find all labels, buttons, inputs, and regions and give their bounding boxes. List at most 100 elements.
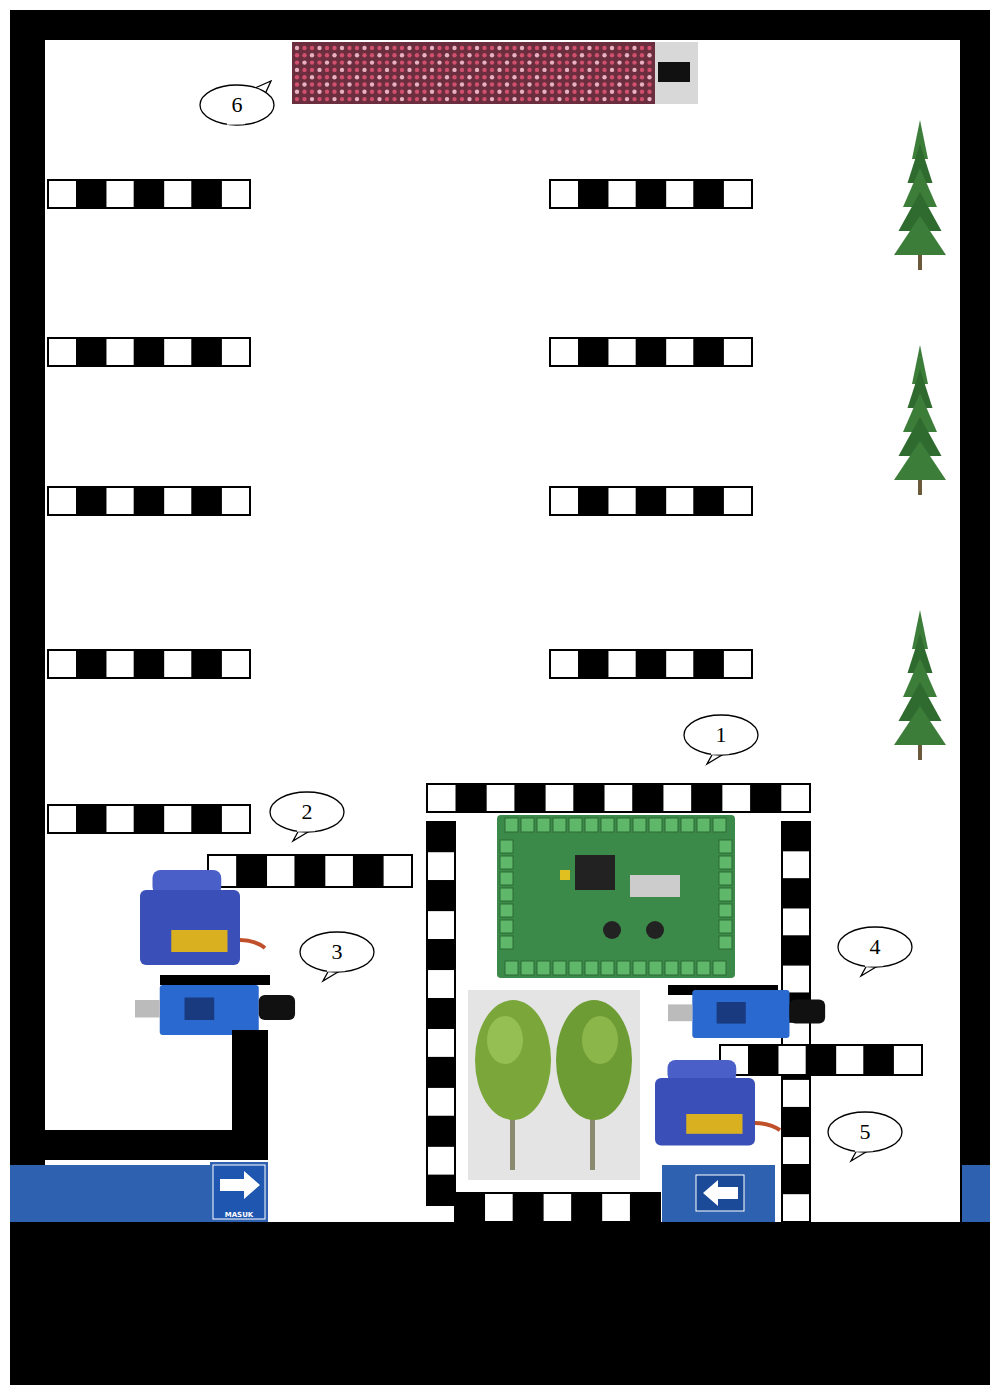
checker-cell — [456, 784, 485, 812]
checker-cell — [807, 1045, 836, 1075]
led-dot — [580, 46, 584, 50]
led-dot — [535, 46, 539, 50]
board-terminal — [719, 888, 732, 901]
led-dot — [640, 53, 644, 57]
board-terminal — [500, 888, 513, 901]
checker-cell — [163, 180, 192, 208]
led-dot — [437, 46, 441, 50]
led-dot — [407, 75, 411, 79]
led-dot — [317, 82, 321, 86]
led-dot — [595, 90, 599, 94]
checker-cell — [572, 1193, 601, 1222]
bubble-outline — [270, 792, 344, 832]
led-dot — [400, 82, 404, 86]
led-dot — [632, 75, 636, 79]
conifer-tree — [894, 345, 946, 495]
board-crystal — [630, 875, 680, 897]
led-dot — [332, 97, 336, 101]
led-dot — [295, 46, 299, 50]
bubble-join — [865, 964, 883, 967]
photo-ground — [468, 990, 640, 1180]
led-dot — [295, 90, 299, 94]
led-dot — [415, 82, 419, 86]
led-dot — [625, 68, 629, 72]
led-dot — [295, 60, 299, 64]
entry-sign: MASUK — [210, 1162, 268, 1222]
led-dot — [587, 90, 591, 94]
board-terminal — [500, 936, 513, 949]
led-dot — [632, 68, 636, 72]
checker-cell — [427, 881, 455, 910]
led-dot — [475, 97, 479, 101]
led-dot — [572, 75, 576, 79]
checker-cell — [427, 910, 455, 939]
led-dot — [392, 75, 396, 79]
led-dot — [362, 60, 366, 64]
bubble-join — [855, 1149, 873, 1152]
led-dot — [475, 90, 479, 94]
led-dot — [602, 97, 606, 101]
led-dot — [595, 97, 599, 101]
led-dot — [430, 46, 434, 50]
led-dot — [340, 75, 344, 79]
checker-cell — [266, 855, 295, 887]
led-dot — [497, 46, 501, 50]
led-dot — [640, 46, 644, 50]
frame-right — [960, 10, 990, 1385]
led-dot — [407, 46, 411, 50]
led-dot — [542, 46, 546, 50]
led-dot — [295, 68, 299, 72]
checker-bar — [427, 822, 455, 1205]
led-dot — [497, 97, 501, 101]
led-dot — [310, 82, 314, 86]
led-dot — [610, 75, 614, 79]
board-terminal — [553, 818, 566, 832]
led-dot — [610, 60, 614, 64]
led-dot — [647, 53, 651, 57]
led-dot — [332, 82, 336, 86]
checker-cell — [782, 936, 810, 965]
led-dot — [355, 46, 359, 50]
checker-cell — [579, 650, 608, 678]
led-dot — [355, 97, 359, 101]
led-dot — [460, 68, 464, 72]
led-dot — [362, 90, 366, 94]
checker-cell — [579, 338, 608, 366]
checker-cell — [77, 180, 106, 208]
board-terminal — [719, 936, 732, 949]
led-dot — [505, 60, 509, 64]
sensor-pcb — [160, 985, 259, 1035]
led-dot — [385, 97, 389, 101]
led-dot — [355, 82, 359, 86]
led-dot — [490, 97, 494, 101]
led-dot — [392, 97, 396, 101]
board-terminal — [585, 961, 598, 975]
led-dot — [422, 75, 426, 79]
checker-cell — [782, 822, 810, 851]
led-dot — [317, 90, 321, 94]
checker-cell — [835, 1045, 864, 1075]
board-terminal — [601, 961, 614, 975]
led-dot — [325, 46, 329, 50]
led-dot — [557, 82, 561, 86]
checker-bar — [550, 180, 752, 208]
led-dot — [550, 68, 554, 72]
led-dot — [610, 53, 614, 57]
led-dot — [347, 97, 351, 101]
callout-bubble: 4 — [834, 922, 916, 978]
bubble-outline — [684, 715, 758, 755]
checker-cell — [694, 650, 723, 678]
checker-outline — [48, 180, 250, 208]
board-terminal — [681, 818, 694, 832]
led-dot — [400, 75, 404, 79]
sensor-emitter — [259, 995, 295, 1020]
led-dot — [565, 68, 569, 72]
servo-body — [655, 1078, 755, 1146]
led-dot — [497, 82, 501, 86]
led-dot — [490, 68, 494, 72]
led-dot — [370, 68, 374, 72]
checker-cell — [77, 650, 106, 678]
led-dot — [437, 90, 441, 94]
checker-cell — [665, 180, 694, 208]
led-dot — [295, 97, 299, 101]
